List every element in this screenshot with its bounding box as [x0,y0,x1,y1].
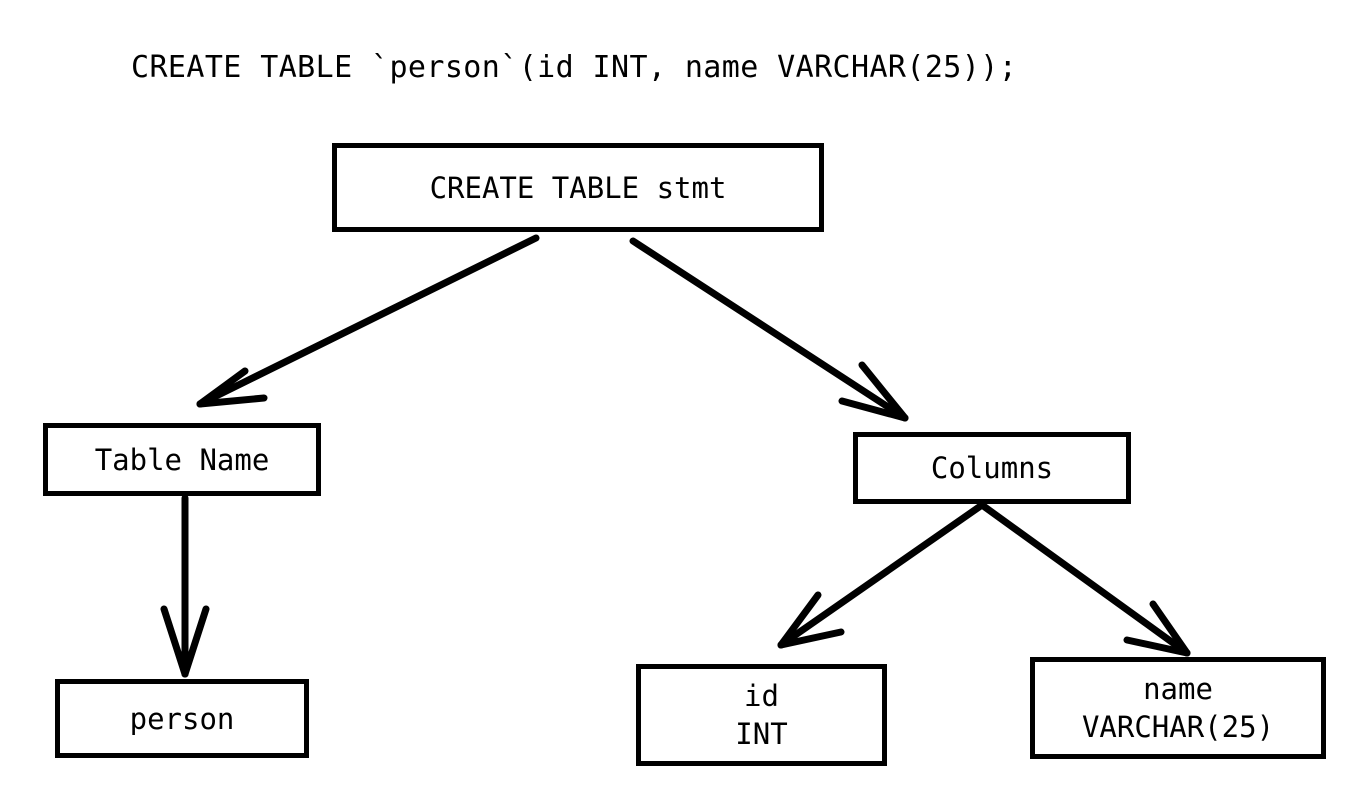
node-column-type-label: INT [735,717,788,751]
node-label: Columns [930,451,1054,485]
node-table-name[interactable]: Table Name [43,423,321,496]
node-columns[interactable]: Columns [853,432,1131,504]
node-create-table-stmt[interactable]: CREATE TABLE stmt [332,143,824,232]
edge-columns-to-column-id [777,501,986,649]
node-label: CREATE TABLE stmt [429,170,727,205]
node-column-name-label: name [1143,672,1213,706]
node-label: person [129,701,235,736]
edge-root-to-table-name [196,234,540,408]
edge-table-name-to-person [160,494,210,678]
node-label: Table Name [94,442,270,477]
sql-statement-caption: CREATE TABLE `person`(id INT, name VARCH… [131,50,1018,85]
edge-root-to-columns [629,237,909,422]
edge-columns-to-column-name [978,501,1191,657]
node-column-id[interactable]: id INT [636,664,887,766]
node-column-name[interactable]: name VARCHAR(25) [1030,657,1326,759]
node-column-type-label: VARCHAR(25) [1081,710,1275,744]
node-column-name-label: id [744,679,779,713]
node-table-name-value[interactable]: person [55,679,309,758]
